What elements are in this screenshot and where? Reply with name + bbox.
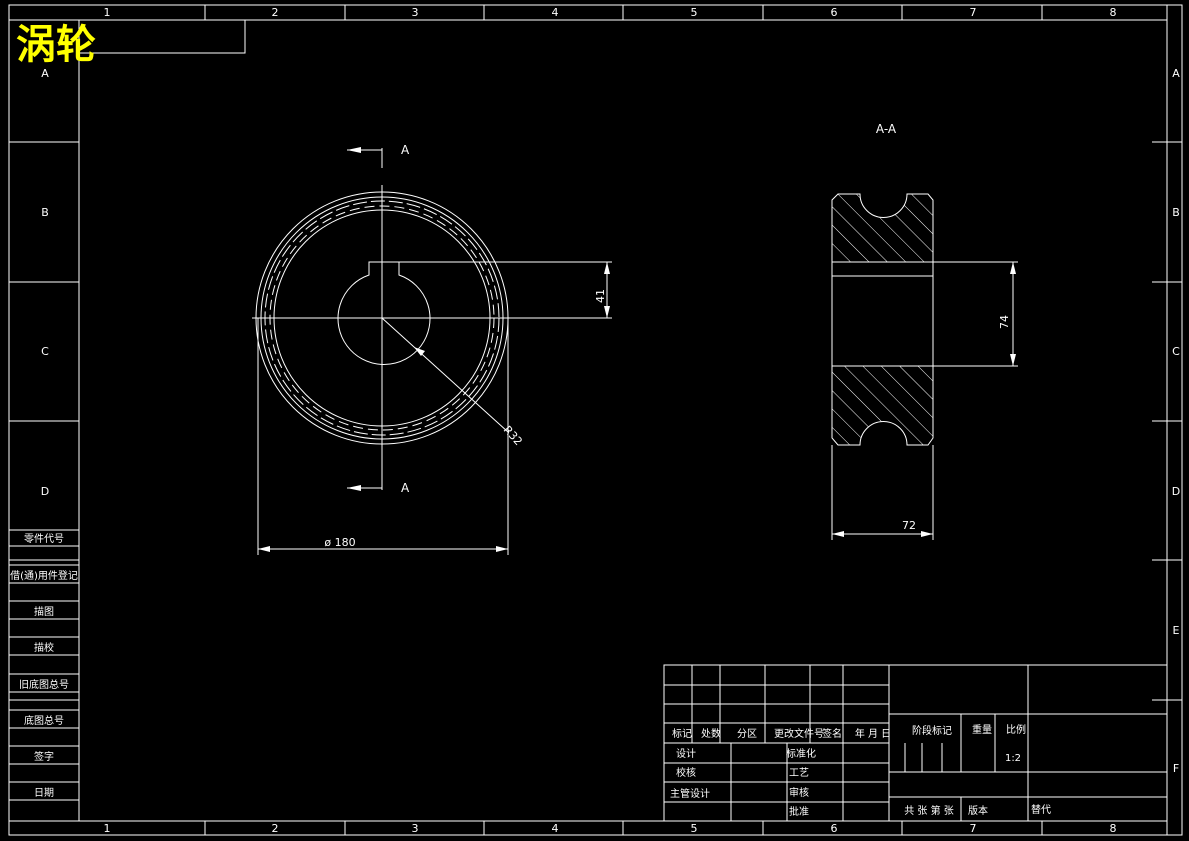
column-label: 1	[104, 6, 111, 19]
tb-weight: 重量	[972, 723, 992, 736]
row-label: C	[41, 345, 49, 358]
left-table-labels: 零件代号 借(通)用件登记 描图 描校 旧底图总号 底图总号 签字 日期	[10, 533, 78, 799]
tb-stage-mark: 阶段标记	[912, 724, 952, 737]
title-box: 涡轮	[16, 20, 246, 68]
left-table-cell: 签字	[34, 750, 54, 763]
row-label: B	[1172, 206, 1180, 219]
tb-header: 签名	[822, 727, 842, 740]
row-label: F	[1173, 762, 1179, 775]
tb-role: 校核	[676, 766, 696, 779]
section-mark-top: A	[401, 143, 410, 157]
column-label: 2	[272, 6, 279, 19]
row-label: C	[1172, 345, 1180, 358]
tb-replace: 替代	[1031, 803, 1051, 816]
column-label: 5	[691, 822, 698, 835]
column-label: 2	[272, 822, 279, 835]
tb-sheets: 共 张 第 张	[904, 804, 954, 817]
tb-header: 处数	[701, 727, 721, 740]
section-mark-bottom: A	[401, 481, 410, 495]
front-view	[252, 148, 612, 555]
drawing-title: 涡轮	[16, 22, 96, 68]
tb-role: 审核	[789, 786, 809, 799]
column-label: 6	[831, 6, 838, 19]
row-label: B	[41, 206, 49, 219]
column-label: 5	[691, 6, 698, 19]
row-label: D	[1172, 485, 1180, 498]
tb-header: 更改文件号	[774, 727, 824, 740]
front-view-arrows	[258, 147, 610, 552]
column-label: 1	[104, 822, 111, 835]
row-label: E	[1173, 624, 1180, 637]
dim-diameter: ø 180	[324, 536, 355, 549]
section-view-labels: A-A 74 72	[876, 122, 1011, 532]
column-label: 4	[552, 6, 559, 19]
tb-role: 标准化	[786, 747, 816, 760]
dim-hole: 74	[998, 315, 1011, 329]
column-label: 8	[1110, 6, 1117, 19]
column-label: 7	[970, 822, 977, 835]
tb-role: 主管设计	[670, 787, 710, 800]
column-labels: 1 1 2 2 3 3 4 4 5 5 6 6 7 7 8 8	[104, 6, 1117, 835]
column-label: 8	[1110, 822, 1117, 835]
row-label: D	[41, 485, 49, 498]
left-table-cell: 描图	[34, 605, 54, 618]
tb-header: 分区	[737, 728, 757, 740]
tb-scale-value: 1:2	[1005, 753, 1021, 764]
tb-role: 工艺	[789, 767, 809, 779]
left-table-cell: 底图总号	[24, 714, 64, 727]
drawing-frame	[8, 4, 1183, 836]
tb-role: 设计	[676, 747, 696, 760]
column-label: 3	[412, 822, 419, 835]
section-view	[831, 193, 1018, 540]
tb-scale-label: 比例	[1006, 723, 1026, 736]
column-label: 6	[831, 822, 838, 835]
title-block-text: 标记 处数 分区 更改文件号 签名 年 月 日 设计 校核 主管设计 标准化 工…	[670, 723, 1051, 818]
tb-role: 批准	[789, 805, 809, 818]
section-view-arrows	[832, 262, 1016, 537]
column-label: 3	[412, 6, 419, 19]
left-table-cell: 描校	[34, 641, 54, 654]
section-label: A-A	[876, 122, 897, 136]
tb-header: 年 月 日	[855, 727, 891, 740]
column-label: 7	[970, 6, 977, 19]
dim-keyway: 41	[594, 289, 607, 303]
column-label: 4	[552, 822, 559, 835]
row-labels: A A B B C C D D E F	[41, 67, 1180, 775]
title-block	[663, 664, 1168, 822]
left-side-table	[9, 529, 79, 801]
row-label: A	[41, 67, 49, 80]
tb-version: 版本	[968, 804, 988, 817]
tb-header: 标记	[672, 728, 692, 740]
left-table-cell: 零件代号	[24, 533, 64, 545]
dim-width: 72	[902, 519, 916, 532]
left-table-cell: 日期	[34, 787, 54, 799]
left-table-cell: 旧底图总号	[19, 678, 69, 691]
row-label: A	[1172, 67, 1180, 80]
left-table-cell: 借(通)用件登记	[10, 569, 78, 582]
front-view-labels: A A 41 R32 ø 180	[324, 143, 607, 549]
